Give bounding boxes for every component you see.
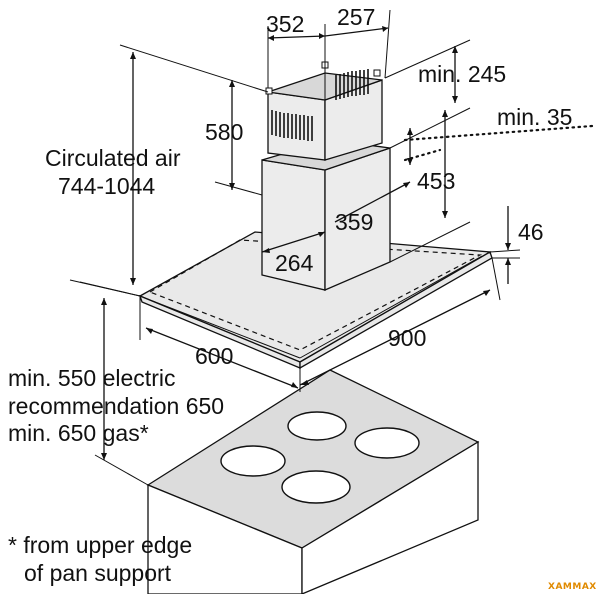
label-footnote-2: of pan support (24, 560, 172, 586)
labels: 352 257 min. 245 min. 35 580 Circulated … (8, 4, 597, 592)
cooktop (146, 369, 480, 594)
label-footnote-1: * from upper edge (8, 532, 192, 558)
label-46: 46 (518, 219, 544, 245)
burner-back (287, 411, 347, 441)
label-min-245: min. 245 (418, 61, 506, 87)
label-900: 900 (388, 325, 426, 351)
label-chimney-depth: 257 (337, 4, 375, 30)
label-circulated-air: Circulated air (45, 145, 181, 171)
dimension-lines (69, 9, 594, 594)
label-clearance-gas: min. 650 gas* (8, 420, 149, 446)
label-clearance-electric: min. 550 electric (8, 365, 175, 391)
burner-left (220, 445, 286, 477)
burner-front (281, 470, 351, 504)
label-359: 359 (335, 209, 373, 235)
burner-right (354, 427, 420, 459)
label-264: 264 (275, 250, 314, 276)
label-clearance-recommendation: recommendation 650 (8, 393, 224, 419)
label-chimney-width: 352 (266, 11, 304, 37)
label-circulated-air-range: 744-1044 (58, 173, 155, 199)
label-600: 600 (195, 343, 233, 369)
label-min-35: min. 35 (497, 104, 572, 130)
chimney-vents (271, 69, 369, 141)
brand-logo: XAMMAX (548, 582, 597, 592)
canopy-hidden-outline (149, 239, 483, 351)
cooktop-front-left (147, 484, 303, 594)
label-453: 453 (417, 168, 455, 194)
chimney (261, 61, 391, 291)
hood-canopy (138, 197, 493, 370)
label-580: 580 (205, 119, 243, 145)
